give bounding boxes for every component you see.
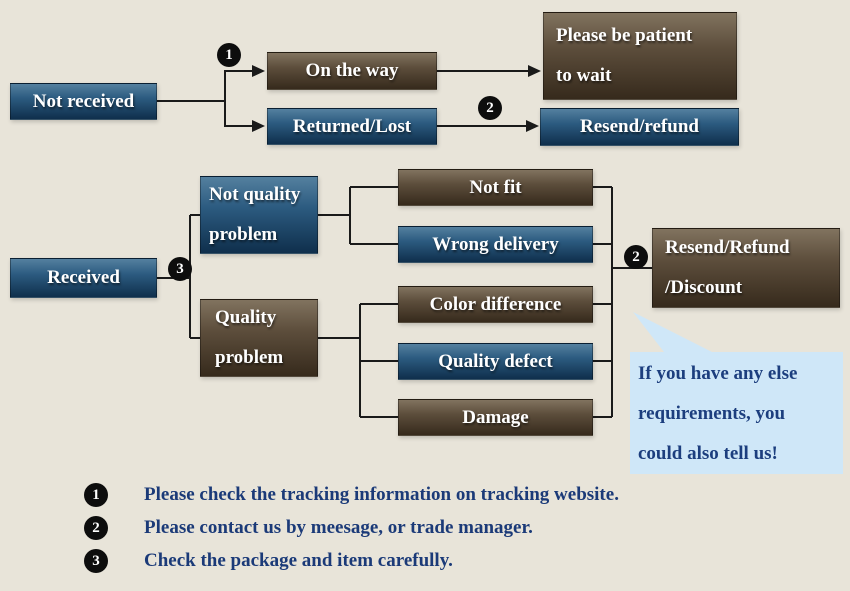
- legend-text-3: Check the package and item carefully.: [144, 550, 453, 571]
- node-on-the-way: On the way: [267, 52, 437, 90]
- legend-text-1: Please check the tracking information on…: [144, 484, 619, 505]
- legend-item-2: 2 Please contact us by meesage, or trade…: [84, 516, 533, 540]
- node-quality-problem-line2: problem: [215, 347, 284, 368]
- node-quality-defect: Quality defect: [398, 343, 593, 380]
- node-resend-refund: Resend/refund: [540, 108, 739, 146]
- legend-item-3: 3 Check the package and item carefully.: [84, 549, 453, 573]
- node-resend-refund-discount: Resend/Refund /Discount: [652, 228, 840, 308]
- node-quality-problem-line1: Quality: [215, 307, 277, 328]
- legend-text-2: Please contact us by meesage, or trade m…: [144, 517, 533, 538]
- node-not-fit: Not fit: [398, 169, 593, 206]
- node-resend-refund-discount-line1: Resend/Refund: [665, 237, 790, 258]
- callout-line1: If you have any else: [638, 363, 798, 384]
- step-badge-3: 3: [168, 257, 192, 281]
- node-returned-lost: Returned/Lost: [267, 108, 437, 145]
- step-badge-2-top: 2: [478, 96, 502, 120]
- node-not-received: Not received: [10, 83, 157, 120]
- node-not-quality-problem-line2: problem: [209, 224, 278, 245]
- step-badge-2-right: 2: [624, 245, 648, 269]
- callout-bubble: If you have any else requirements, you c…: [630, 352, 843, 474]
- node-damage: Damage: [398, 399, 593, 436]
- node-quality-problem: Quality problem: [200, 299, 318, 377]
- legend-badge-2: 2: [84, 516, 108, 540]
- legend-badge-1: 1: [84, 483, 108, 507]
- legend-badge-3: 3: [84, 549, 108, 573]
- node-color-difference: Color difference: [398, 286, 593, 323]
- node-not-quality-problem-line1: Not quality: [209, 184, 301, 205]
- node-wrong-delivery: Wrong delivery: [398, 226, 593, 263]
- node-not-quality-problem: Not quality problem: [200, 176, 318, 254]
- node-please-be-patient-line2: to wait: [556, 65, 612, 86]
- step-badge-1: 1: [217, 43, 241, 67]
- node-resend-refund-discount-line2: /Discount: [665, 277, 743, 298]
- node-please-be-patient-line1: Please be patient: [556, 25, 693, 46]
- callout-tail: [633, 312, 712, 352]
- arrowheads: [252, 65, 541, 132]
- callout-line3: could also tell us!: [638, 443, 778, 464]
- legend-item-1: 1 Please check the tracking information …: [84, 483, 619, 507]
- node-please-be-patient: Please be patient to wait: [543, 12, 737, 100]
- node-received: Received: [10, 258, 157, 298]
- callout-line2: requirements, you: [638, 403, 786, 424]
